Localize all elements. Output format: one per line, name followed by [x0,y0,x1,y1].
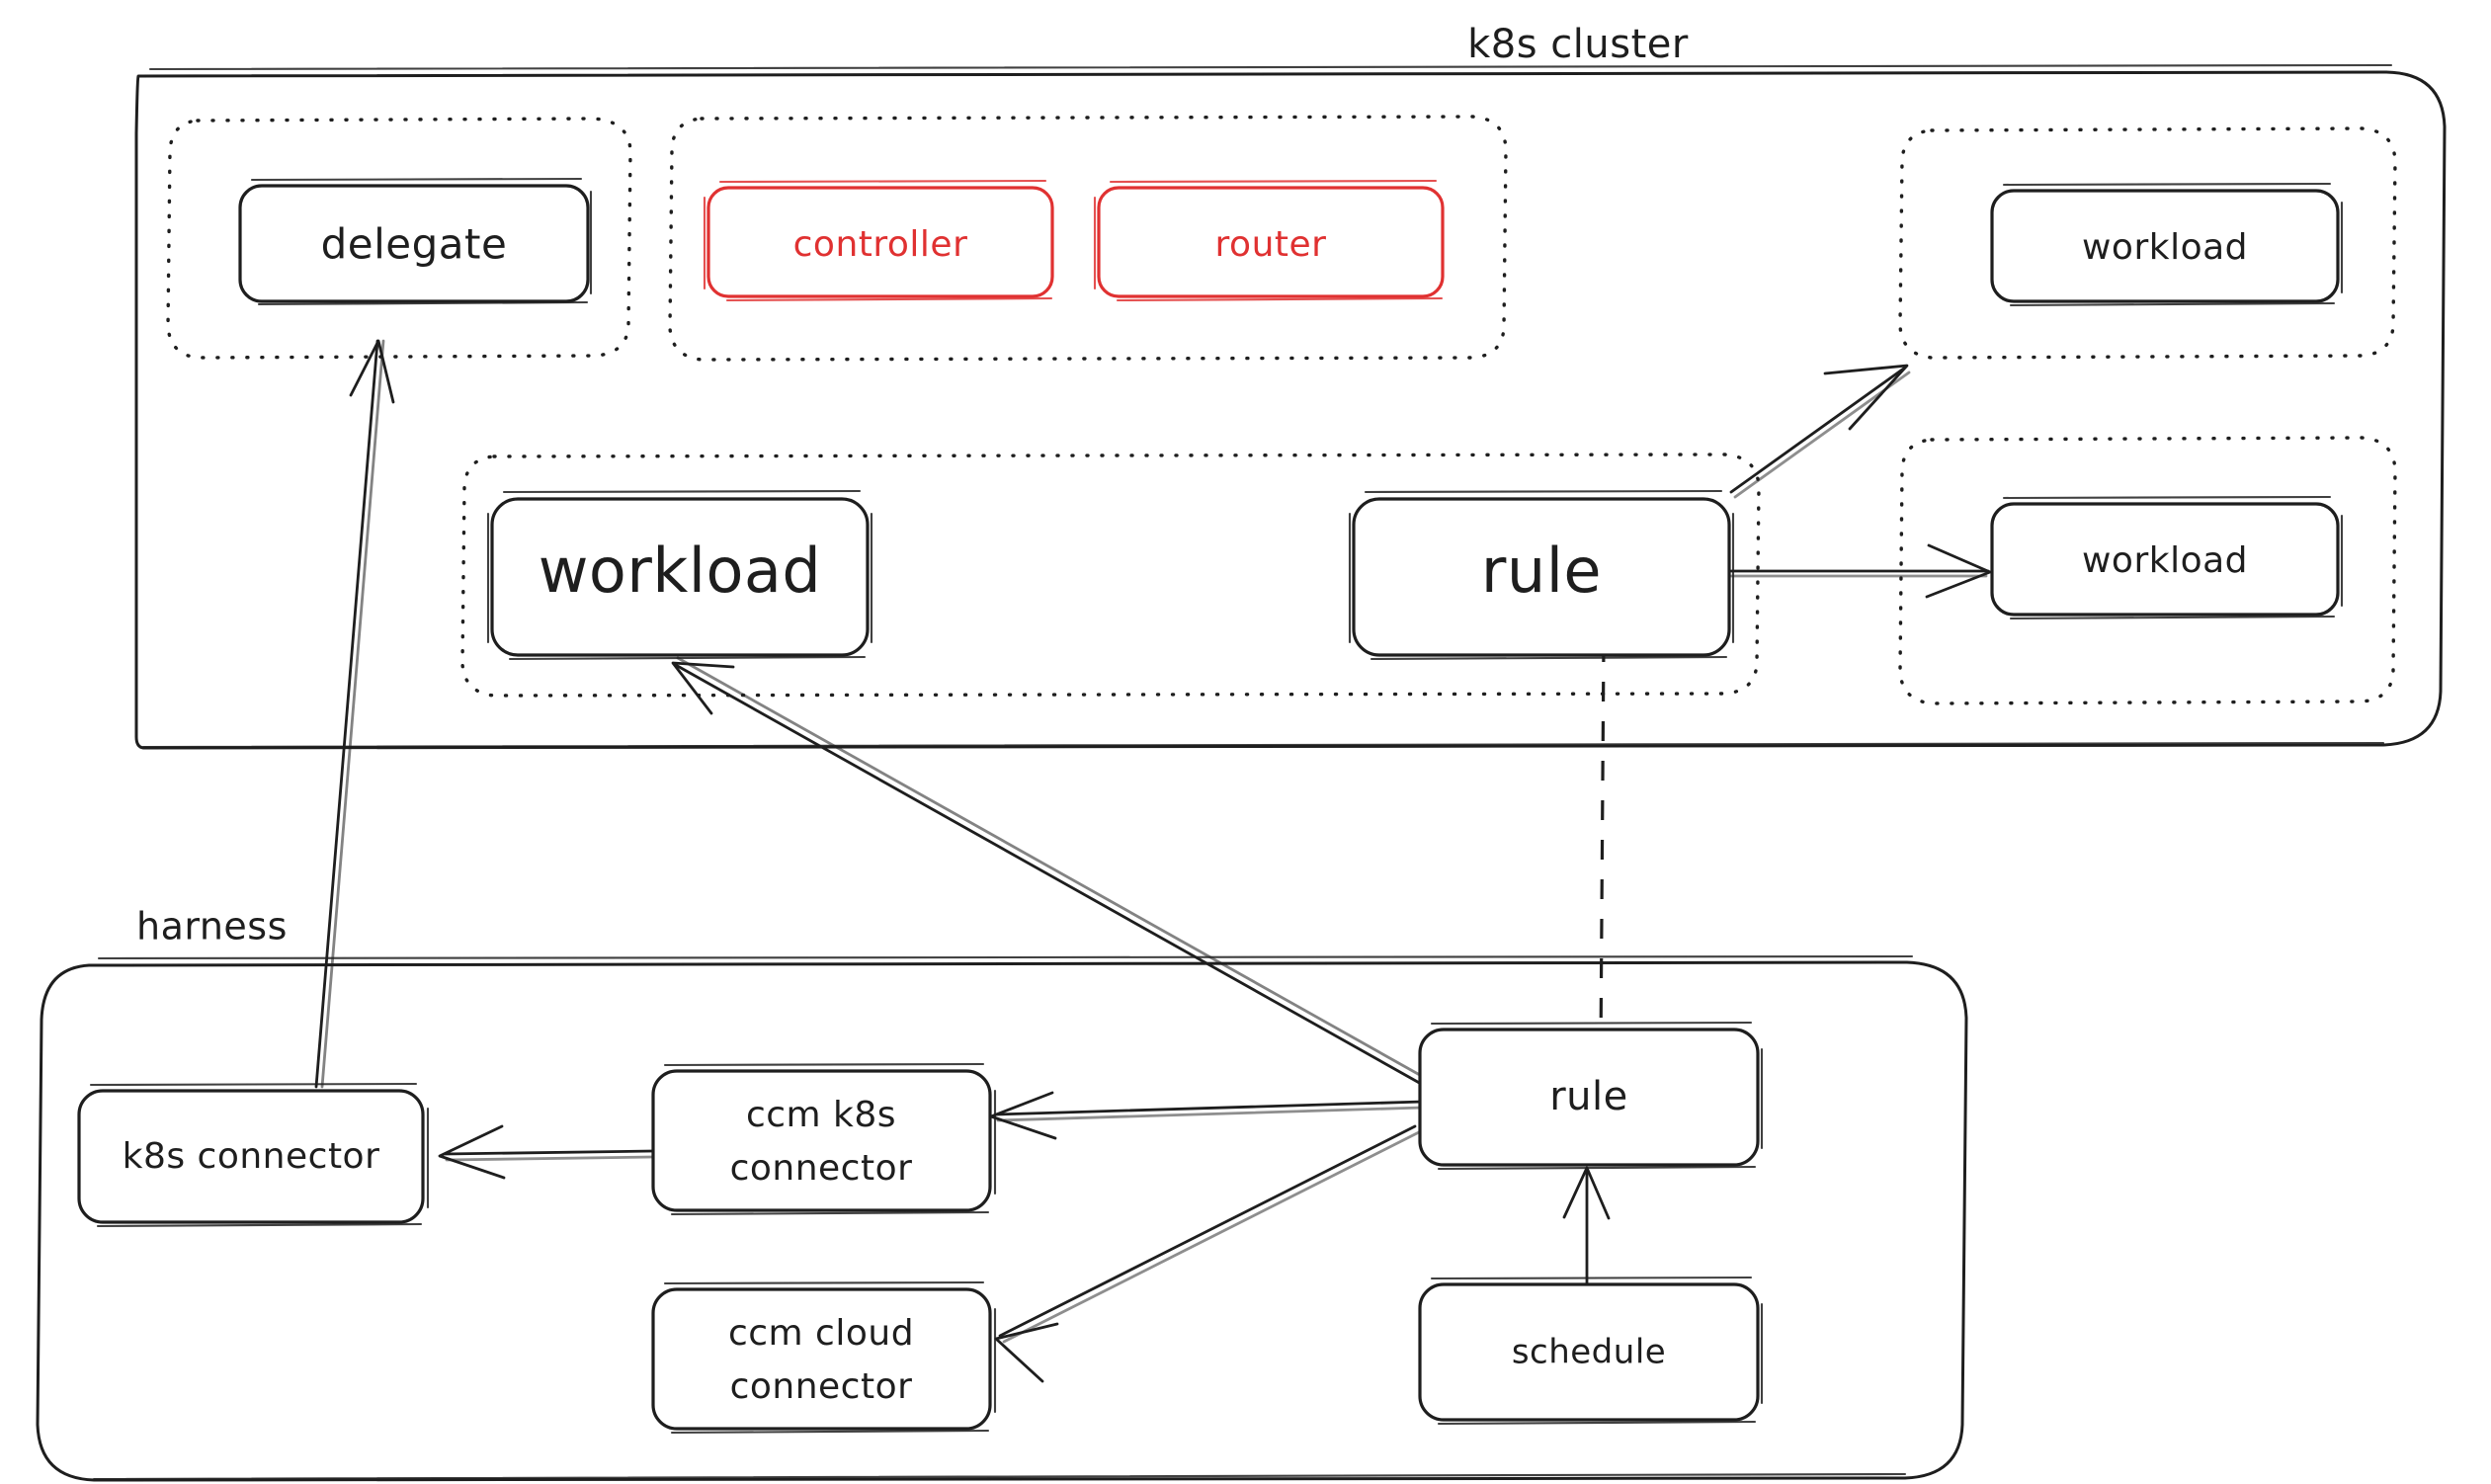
group-delegate-border [166,117,632,360]
ccm-k8s-connector-label-line1: ccm k8s [746,1095,896,1135]
rule-harness-label: rule [1549,1074,1628,1119]
node-delegate[interactable]: delegate [238,177,593,306]
group-workload-bottom-right-border [1898,436,2397,705]
node-rule-cluster[interactable]: rule [1348,489,1735,661]
delegate-label: delegate [321,220,508,269]
node-k8s-connector[interactable]: k8s connector [77,1082,430,1228]
controller-label: controller [793,224,968,265]
k8s-cluster-border-sketch [141,63,2393,749]
group-controller-router-border [668,115,1508,362]
container-k8s-cluster [134,63,2447,750]
node-schedule[interactable]: schedule [1418,1276,1764,1426]
harness-title: harness [136,905,288,948]
ccm-k8s-connector-label-line2: connector [730,1148,913,1189]
edge-schedule-to-rule-harness [1562,1166,1611,1286]
node-workload-top-right[interactable]: workload [1990,182,2344,307]
ccm-cloud-connector-label-line2: connector [730,1366,913,1407]
k8s-connector-label: k8s connector [123,1136,380,1177]
node-router[interactable]: router [1093,179,1445,302]
schedule-label: schedule [1512,1333,1666,1372]
node-ccm-k8s-connector[interactable]: ccm k8s connector [651,1062,997,1216]
k8s-cluster-title: k8s cluster [1467,22,1689,67]
edge-rule-cluster-to-rule-harness [1599,641,1606,1053]
rule-cluster-label: rule [1481,535,1602,607]
router-label: router [1215,224,1327,265]
node-workload-right[interactable]: workload [1990,495,2344,620]
edge-rule-harness-to-ccm-k8s [989,1091,1425,1140]
edge-rule-harness-to-ccm-cloud [994,1124,1421,1383]
node-controller[interactable]: controller [703,179,1054,302]
harness-border-sketch [92,954,1914,1481]
group-workload-top-right-border [1898,126,2397,360]
edge-rule-harness-to-workload-middle [671,656,1429,1087]
edge-k8s-connector-to-delegate [314,339,395,1089]
node-rule-harness[interactable]: rule [1418,1021,1764,1171]
edge-ccm-k8s-to-k8s-connector [438,1124,654,1180]
node-workload-middle[interactable]: workload [486,489,873,661]
container-harness [36,954,1968,1482]
node-ccm-cloud-connector[interactable]: ccm cloud connector [651,1280,997,1435]
edge-rule-cluster-to-workload-top-right [1729,364,1911,499]
edge-rule-cluster-to-workload-right [1729,543,1992,599]
k8s-cluster-border [134,70,2447,750]
harness-border [36,960,1968,1482]
workload-right-label: workload [2082,540,2248,581]
workload-top-right-label: workload [2082,227,2248,268]
workload-middle-label: workload [539,535,822,607]
ccm-cloud-connector-label-line1: ccm cloud [728,1313,914,1354]
